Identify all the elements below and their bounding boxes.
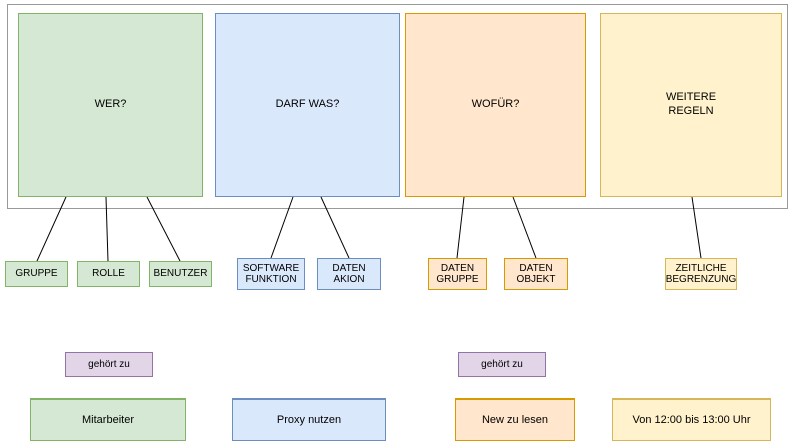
example-mitarbeiter: Mitarbeiter	[30, 398, 186, 441]
entity-daten-objekt-label: DATEN OBJEKT	[516, 262, 556, 286]
entity-daten-akion: DATEN AKION	[317, 258, 381, 290]
entity-zeitliche-begrenzung-label: ZEITLICHE BEGRENZUNG	[665, 262, 737, 286]
relation-gehoert-zu-2-label: gehört zu	[481, 359, 523, 370]
relation-gehoert-zu-1-label: gehört zu	[88, 359, 130, 370]
entity-gruppe-label: GRUPPE	[15, 268, 58, 280]
entity-zeitliche-begrenzung: ZEITLICHE BEGRENZUNG	[665, 258, 737, 290]
relation-gehoert-zu-2: gehört zu	[458, 352, 546, 377]
entity-rolle: ROLLE	[77, 261, 140, 287]
example-proxy-nutzen: Proxy nutzen	[232, 398, 386, 441]
category-darf-was-label: DARF WAS?	[275, 98, 340, 111]
entity-software-funktion: SOFTWARE FUNKTION	[237, 258, 305, 290]
entity-gruppe: GRUPPE	[5, 261, 68, 287]
example-zeitfenster: Von 12:00 bis 13:00 Uhr	[612, 398, 771, 441]
example-new-zu-lesen-label: New zu lesen	[481, 414, 549, 426]
entity-software-funktion-label: SOFTWARE FUNKTION	[242, 262, 300, 286]
entity-daten-akion-label: DATEN AKION	[332, 262, 366, 286]
category-wofuer: WOFÜR?	[405, 13, 586, 197]
example-proxy-nutzen-label: Proxy nutzen	[276, 414, 342, 426]
entity-rolle-label: ROLLE	[92, 268, 125, 280]
example-new-zu-lesen: New zu lesen	[455, 398, 575, 441]
category-weitere-regeln: WEITERE REGELN	[600, 13, 782, 197]
category-darf-was: DARF WAS?	[215, 13, 400, 197]
entity-daten-objekt: DATEN OBJEKT	[504, 258, 568, 290]
entity-daten-gruppe: DATEN GRUPPE	[428, 258, 487, 290]
entity-benutzer-label: BENUTZER	[153, 268, 208, 280]
example-zeitfenster-label: Von 12:00 bis 13:00 Uhr	[632, 414, 751, 426]
category-wofuer-label: WOFÜR?	[471, 98, 520, 111]
relation-gehoert-zu-1: gehört zu	[65, 352, 153, 377]
entity-benutzer: BENUTZER	[149, 261, 212, 287]
category-wer: WER?	[18, 13, 203, 197]
category-wer-label: WER?	[94, 98, 127, 111]
example-mitarbeiter-label: Mitarbeiter	[82, 414, 134, 426]
category-weitere-regeln-label: WEITERE REGELN	[665, 91, 717, 117]
entity-daten-gruppe-label: DATEN GRUPPE	[436, 262, 479, 286]
